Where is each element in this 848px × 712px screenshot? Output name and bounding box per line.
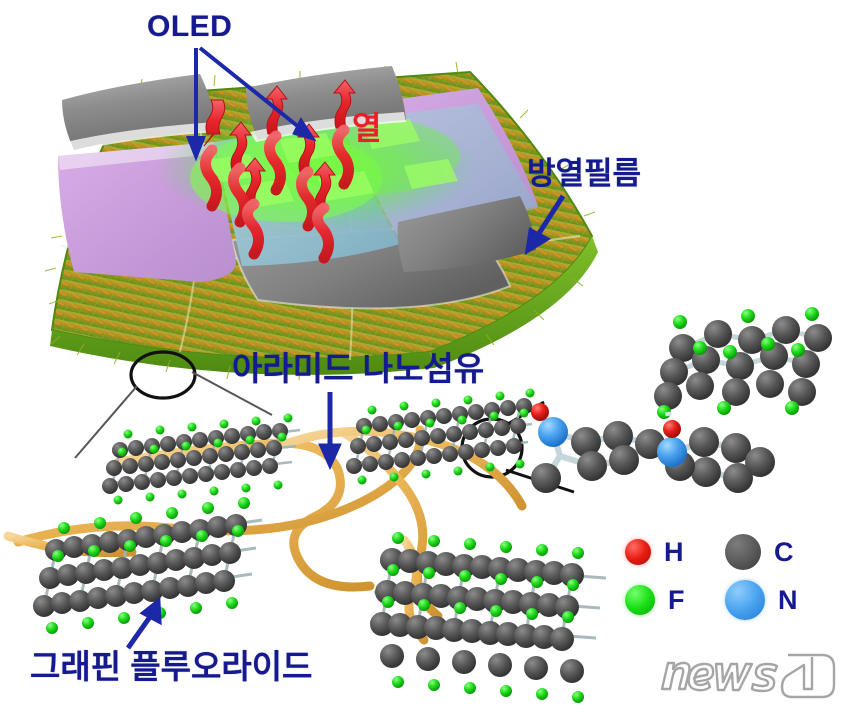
atom-sphere-red-icon: [625, 539, 651, 565]
annotation-arrows: [125, 194, 566, 650]
graphene-fluoride-sheet-left: [33, 497, 263, 634]
label-aramid-nanofiber: 아라미드 나노섬유: [232, 350, 485, 387]
graphene-fluoride-sheet-bottom-right: [369, 532, 607, 703]
label-heat-dissipation-film: 방열필름: [527, 156, 642, 191]
news1-watermark: [660, 653, 836, 699]
aramid-molecular-model: [531, 307, 832, 493]
legend-item-f: F: [625, 585, 725, 616]
graphene-fluoride-sheet-upper-left: [102, 413, 301, 505]
graphene-fluoride-sheet-center: [346, 388, 537, 485]
electrode-right: [397, 196, 536, 272]
oled-pointer-arrows: [186, 46, 317, 162]
label-heat: 열: [352, 110, 382, 146]
legend-item-n: N: [725, 580, 825, 620]
atom-legend: H C F N: [625, 528, 830, 628]
legend-label-n: N: [778, 584, 798, 615]
label-oled: OLED: [147, 10, 233, 43]
atom-sphere-blue-icon: [725, 580, 765, 620]
atom-sphere-green-icon: [625, 585, 655, 615]
legend-row: F N: [625, 576, 830, 624]
legend-item-c: C: [725, 534, 825, 570]
atom-sphere-gray-icon: [725, 534, 761, 570]
device-illustration: [44, 46, 598, 381]
label-graphene-fluoride: 그래핀 플루오라이드: [30, 648, 313, 685]
legend-label-f: F: [668, 584, 685, 615]
legend-item-h: H: [625, 537, 725, 568]
legend-label-c: C: [774, 536, 794, 567]
legend-label-h: H: [664, 536, 684, 567]
legend-row: H C: [625, 528, 830, 576]
callout-film-edge: [74, 350, 273, 459]
